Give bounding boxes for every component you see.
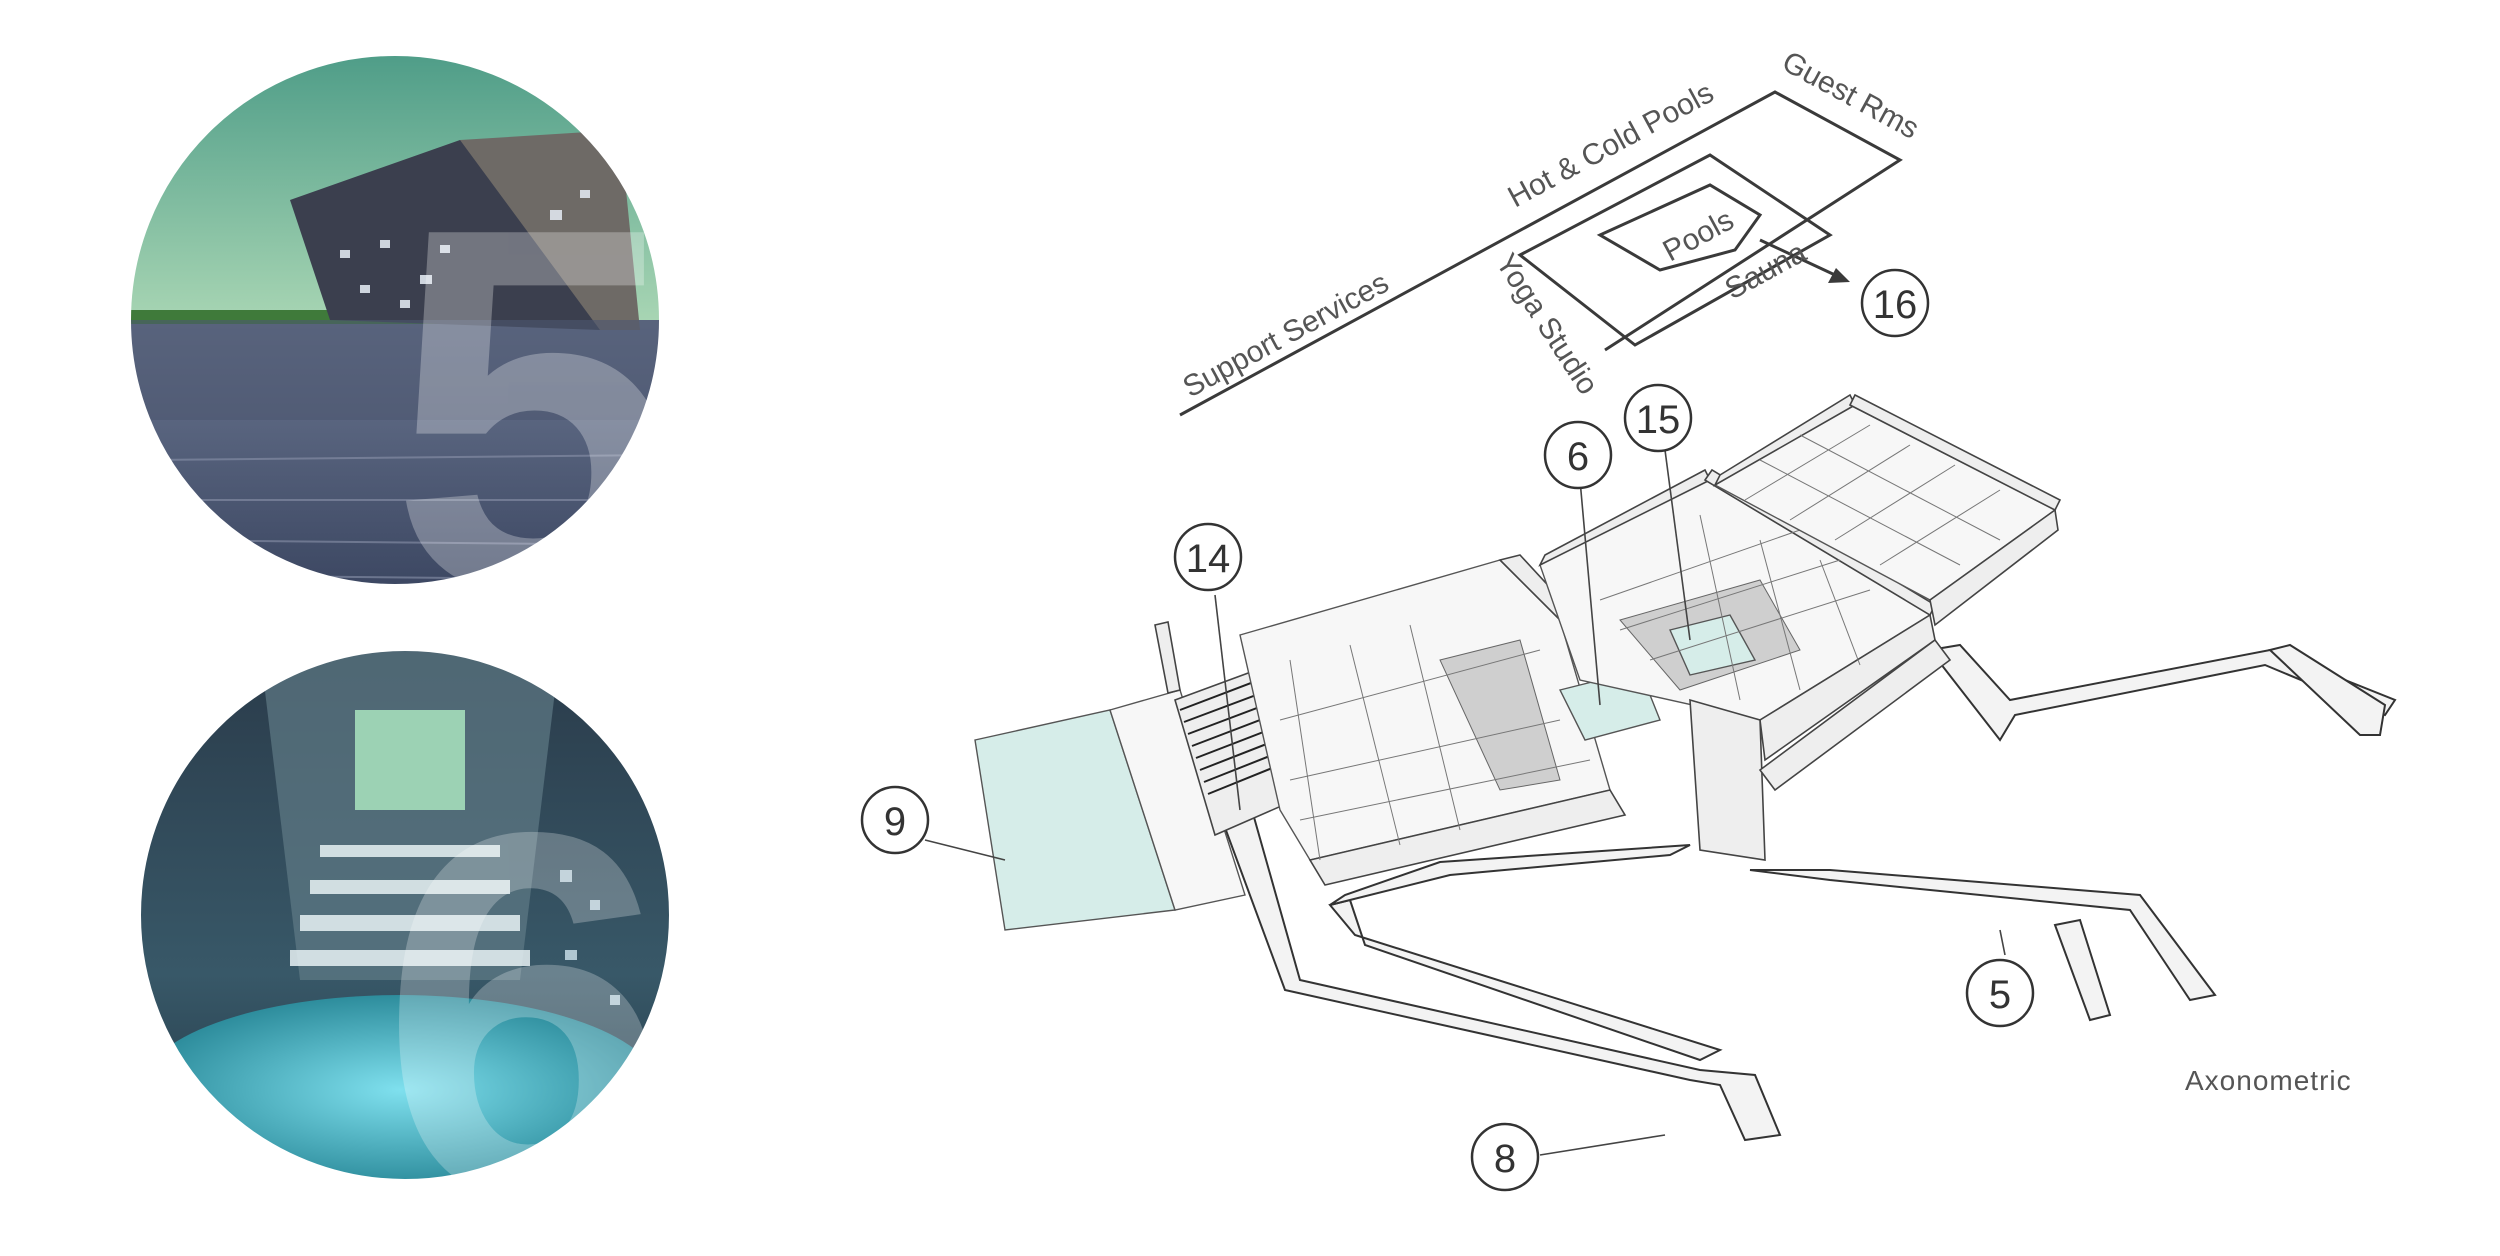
callout-8: 8 bbox=[1470, 1122, 1540, 1192]
label-hot-cold-pools: Hot & Cold Pools bbox=[1503, 76, 1720, 214]
callout-15: 15 bbox=[1623, 383, 1693, 453]
svg-text:8: 8 bbox=[1494, 1137, 1516, 1181]
svg-text:15: 15 bbox=[1636, 398, 1681, 442]
render-photo-interior: 6 bbox=[140, 650, 670, 1256]
label-support-services: Support Services bbox=[1178, 266, 1395, 404]
photo-number-6: 6 bbox=[380, 725, 669, 1256]
callout-5: 5 bbox=[1965, 958, 2035, 1028]
svg-text:14: 14 bbox=[1186, 537, 1231, 581]
axonometric-drawing bbox=[924, 393, 2397, 1156]
callout-9: 9 bbox=[860, 785, 930, 855]
label-guest-rooms: Guest Rms bbox=[1777, 45, 1925, 146]
svg-text:6: 6 bbox=[1567, 435, 1589, 479]
callout-14: 14 bbox=[1173, 522, 1243, 592]
callout-16: 16 bbox=[1860, 268, 1930, 338]
caption-axonometric: Axonometric bbox=[2185, 1065, 2352, 1096]
program-diagram: Support Services Hot & Cold Pools Guest … bbox=[1178, 45, 1925, 417]
svg-text:5: 5 bbox=[1989, 973, 2011, 1017]
label-yoga-studio: Yoga Studio bbox=[1489, 248, 1604, 401]
callout-6: 6 bbox=[1543, 420, 1613, 490]
svg-text:9: 9 bbox=[884, 800, 906, 844]
svg-text:16: 16 bbox=[1873, 283, 1918, 327]
render-photo-exterior: 5 bbox=[130, 55, 660, 585]
